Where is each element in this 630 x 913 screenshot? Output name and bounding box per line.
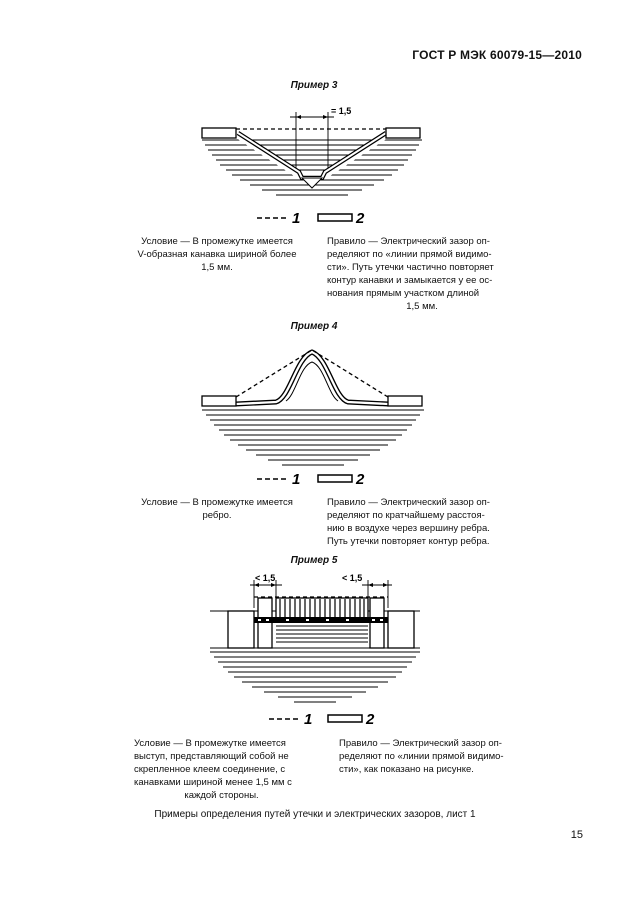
legend-1-label: 1 <box>292 471 300 488</box>
example-4-left-conductor <box>201 395 237 407</box>
example-4-rule: Правило — Электрический зазор оп- ределя… <box>327 497 490 547</box>
document-header: ГОСТ Р МЭК 60079-15—2010 <box>412 48 582 62</box>
example-5-condition: Условие — В промежутке имеется выступ, п… <box>134 738 292 801</box>
example-3-hatching <box>202 139 422 196</box>
legend-2-label: 2 <box>355 210 365 227</box>
legend-solid-path <box>317 213 353 222</box>
example-5-hatching <box>210 651 420 703</box>
example-3-rule: Правило — Электрический зазор оп- ределя… <box>327 236 494 312</box>
example-4-clearance-left <box>235 349 313 398</box>
legend-2-label: 2 <box>355 471 365 488</box>
example-4-hatching <box>202 409 424 466</box>
example-4-title: Пример 4 <box>290 321 338 332</box>
legend-1-label: 1 <box>292 210 300 227</box>
example-3-dimension: = 1,5 <box>331 106 351 116</box>
example-4-condition: Условие — В промежутке имеется ребро. <box>141 497 293 521</box>
example-3-title: Пример 3 <box>290 80 338 91</box>
example-5-right-conductor <box>387 610 415 649</box>
example-4-right-conductor <box>387 395 423 407</box>
page-number: 15 <box>570 829 583 841</box>
example-5-left-conductor <box>227 610 255 649</box>
example-3-right-conductor <box>385 127 421 139</box>
figure-caption: Примеры определения путей утечки и элект… <box>154 809 476 820</box>
example-3-left-conductor <box>201 127 237 139</box>
example-5-dimension-right: < 1,5 <box>342 573 362 583</box>
example-3-condition: Условие — В промежутке имеется V-образна… <box>137 236 297 273</box>
example-5-title: Пример 5 <box>290 555 338 566</box>
legend-2-label: 2 <box>365 711 375 728</box>
example-4-clearance-right <box>311 349 389 398</box>
example-5-rule: Правило — Электрический зазор оп- ределя… <box>339 738 504 775</box>
example-5-dimension-left: < 1,5 <box>255 573 275 583</box>
legend-1-label: 1 <box>304 711 312 728</box>
